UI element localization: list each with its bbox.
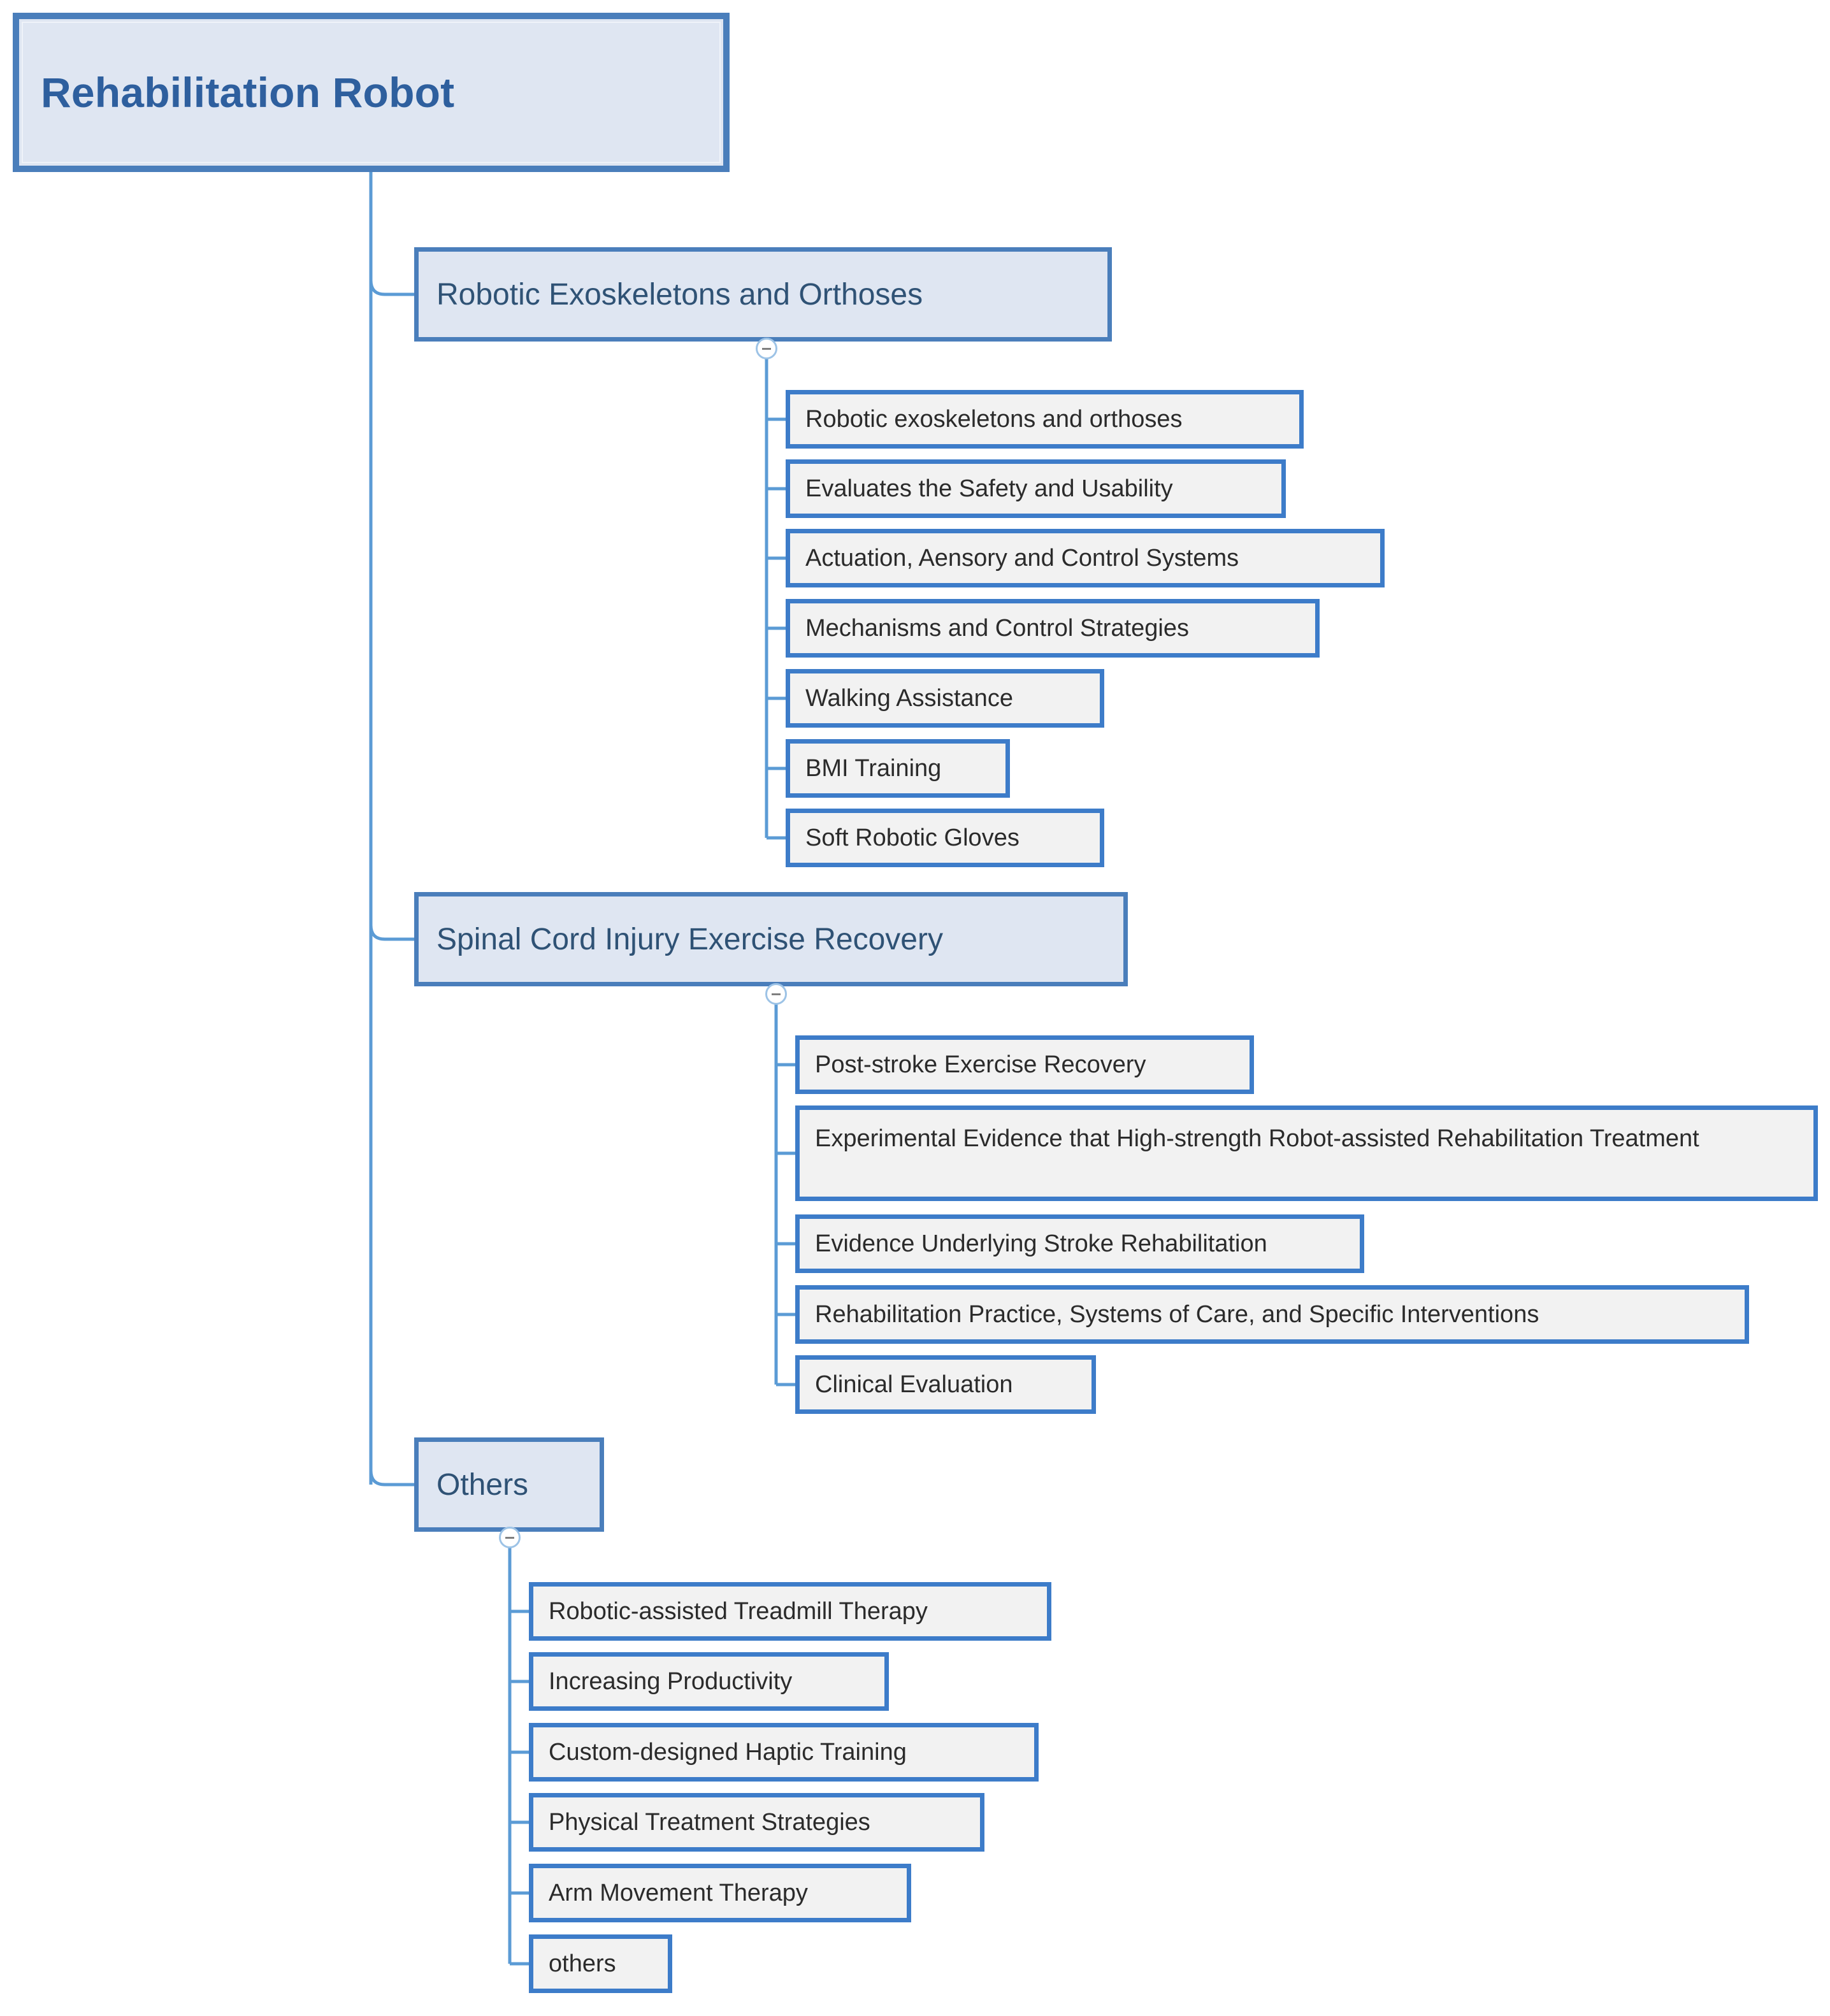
connector-root-to-branch-1 xyxy=(369,280,414,296)
leaf-node-label: Soft Robotic Gloves xyxy=(805,824,1019,851)
leaf-node-label: Increasing Productivity xyxy=(549,1667,793,1695)
leaf-node[interactable]: BMI Training xyxy=(786,739,1010,798)
leaf-node[interactable]: Physical Treatment Strategies xyxy=(529,1793,984,1852)
leaf-node[interactable]: Mechanisms and Control Strategies xyxy=(786,599,1320,658)
branch-node-label: Others xyxy=(436,1467,529,1502)
leaf-node[interactable]: Actuation, Aensory and Control Systems xyxy=(786,529,1385,587)
leaf-node-label: others xyxy=(549,1950,616,1977)
leaf-node-label: Clinical Evaluation xyxy=(815,1371,1013,1398)
root-node-label: Rehabilitation Robot xyxy=(41,69,455,116)
leaf-node[interactable]: Increasing Productivity xyxy=(529,1652,889,1711)
leaf-node-label: Mechanisms and Control Strategies xyxy=(805,614,1189,642)
leaf-node[interactable]: Evaluates the Safety and Usability xyxy=(786,459,1286,518)
leaf-node[interactable]: Walking Assistance xyxy=(786,669,1104,728)
leaf-node[interactable]: Robotic exoskeletons and orthoses xyxy=(786,390,1304,449)
collapse-minus-icon-branch-2[interactable] xyxy=(765,983,787,1005)
leaf-node[interactable]: Arm Movement Therapy xyxy=(529,1864,911,1922)
collapse-minus-icon-branch-1[interactable] xyxy=(756,338,777,359)
leaf-node-label: Evidence Underlying Stroke Rehabilitatio… xyxy=(815,1230,1267,1257)
leaf-node-label: Experimental Evidence that High-strength… xyxy=(815,1125,1699,1152)
leaf-node[interactable]: Evidence Underlying Stroke Rehabilitatio… xyxy=(795,1214,1364,1273)
root-node[interactable]: Rehabilitation Robot xyxy=(13,13,730,172)
leaf-node-label: Post-stroke Exercise Recovery xyxy=(815,1051,1146,1078)
minus-glyph xyxy=(505,1536,514,1539)
leaf-node[interactable]: Robotic-assisted Treadmill Therapy xyxy=(529,1582,1051,1641)
branch-node-label: Spinal Cord Injury Exercise Recovery xyxy=(436,922,943,956)
leaf-node[interactable]: Clinical Evaluation xyxy=(795,1355,1096,1414)
leaf-node-label: BMI Training xyxy=(805,754,942,782)
branch-node-label: Robotic Exoskeletons and Orthoses xyxy=(436,277,923,312)
leaf-node-label: Arm Movement Therapy xyxy=(549,1879,808,1906)
connector-root-to-branch-2 xyxy=(369,925,414,941)
leaf-node-label: Physical Treatment Strategies xyxy=(549,1808,870,1836)
leaf-node-label: Walking Assistance xyxy=(805,684,1013,712)
leaf-node[interactable]: Post-stroke Exercise Recovery xyxy=(795,1035,1254,1094)
minus-glyph xyxy=(762,347,771,350)
leaf-node-label: Custom-designed Haptic Training xyxy=(549,1738,907,1766)
connector-root-to-branch-3 xyxy=(369,1470,414,1487)
branch-node-spinal-cord-injury-exercise-recovery[interactable]: Spinal Cord Injury Exercise Recovery xyxy=(414,892,1128,986)
leaf-node[interactable]: Experimental Evidence that High-strength… xyxy=(795,1105,1818,1201)
leaf-node[interactable]: others xyxy=(529,1934,672,1993)
branch-node-others[interactable]: Others xyxy=(414,1437,604,1532)
leaf-node-label: Robotic exoskeletons and orthoses xyxy=(805,405,1183,433)
leaf-node-label: Rehabilitation Practice, Systems of Care… xyxy=(815,1300,1539,1328)
leaf-node[interactable]: Custom-designed Haptic Training xyxy=(529,1723,1039,1782)
leaf-node-label: Actuation, Aensory and Control Systems xyxy=(805,544,1239,572)
minus-glyph xyxy=(772,993,781,995)
leaf-node[interactable]: Rehabilitation Practice, Systems of Care… xyxy=(795,1285,1749,1344)
collapse-minus-icon-branch-3[interactable] xyxy=(499,1527,521,1548)
branch-node-robotic-exoskeletons-and-orthoses[interactable]: Robotic Exoskeletons and Orthoses xyxy=(414,247,1112,342)
leaf-node-label: Evaluates the Safety and Usability xyxy=(805,475,1173,502)
leaf-node-label: Robotic-assisted Treadmill Therapy xyxy=(549,1597,928,1625)
leaf-node[interactable]: Soft Robotic Gloves xyxy=(786,809,1104,867)
